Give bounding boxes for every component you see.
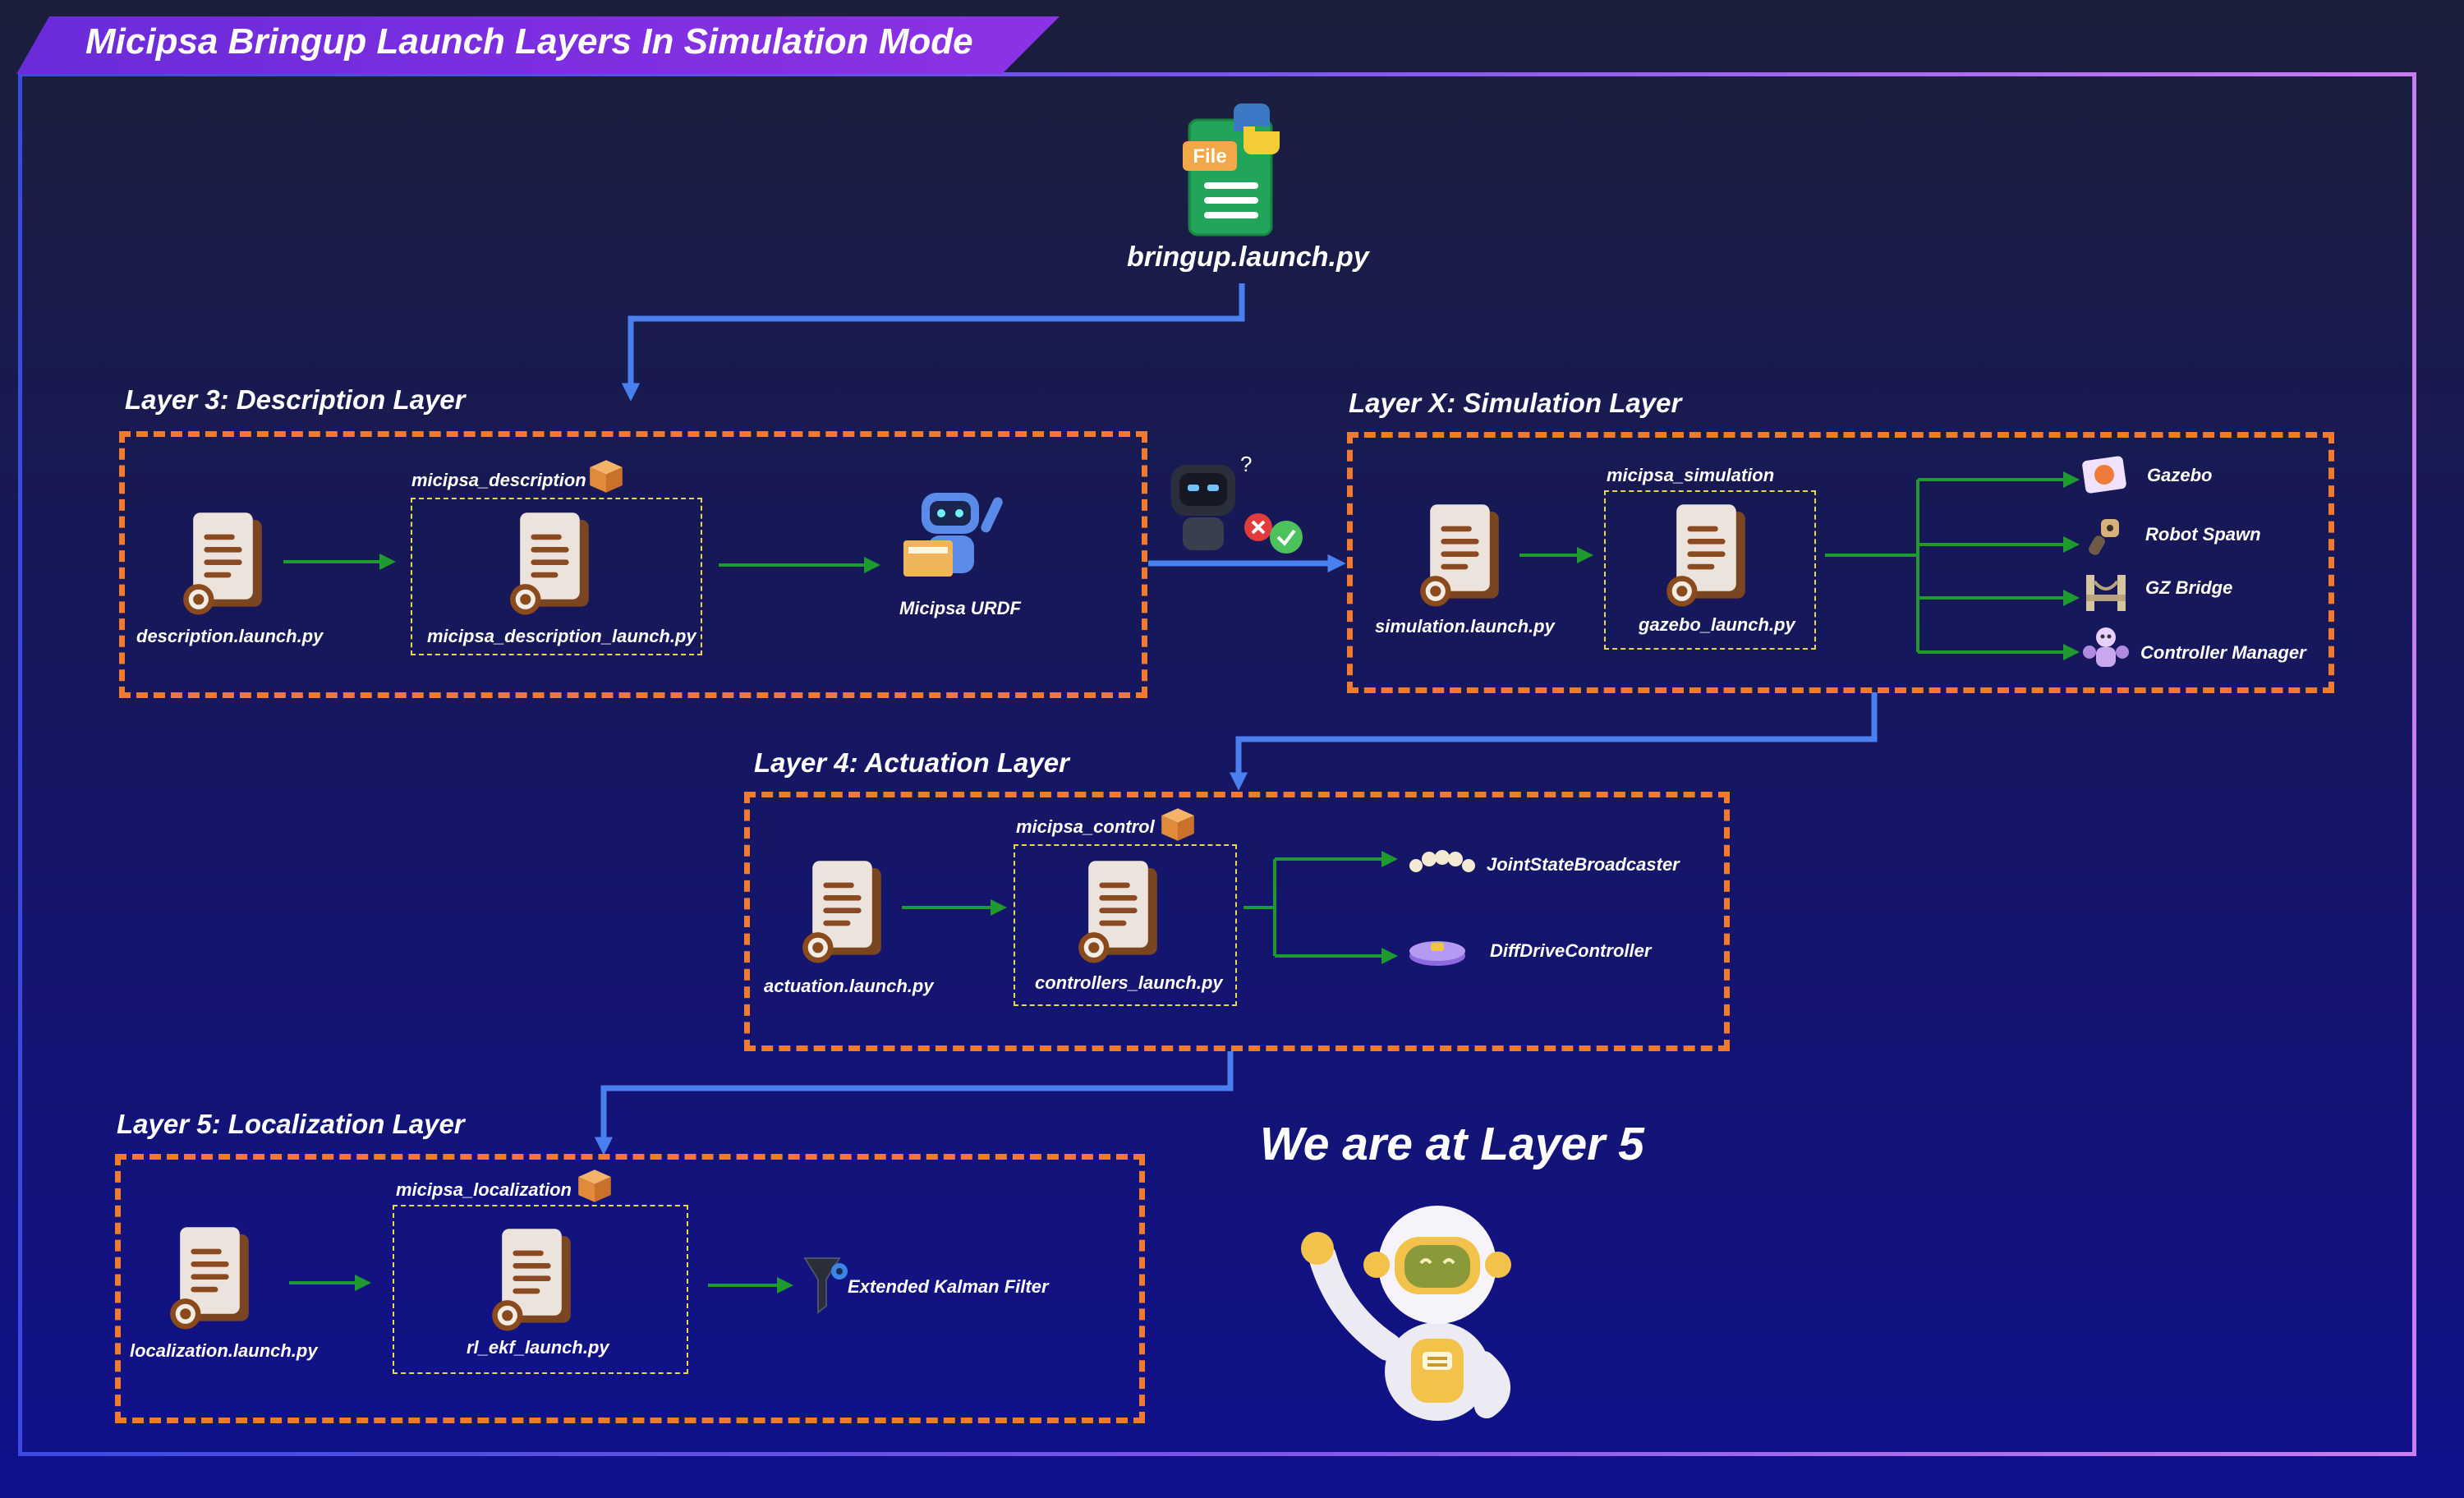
layer3-package-name: micipsa_description — [411, 470, 586, 490]
layer3-box — [119, 431, 1147, 698]
layer5-launch-file: localization.launch.py — [130, 1340, 318, 1361]
filter-funnel-icon — [803, 1257, 848, 1315]
layer4-package-launch: controllers_launch.py — [1035, 972, 1223, 993]
page-title: Micipsa Bringup Launch Layers In Simulat… — [85, 21, 973, 62]
status-text: We are at Layer 5 — [1260, 1118, 1644, 1170]
layer4-title: Layer 4: Actuation Layer — [754, 747, 1069, 778]
urdf-robot-icon — [903, 493, 1003, 577]
layer4-output-joint-state-broadcaster: JointStateBroadcaster — [1487, 854, 1680, 875]
thinking-robot-icon: ? — [1171, 452, 1303, 554]
layerx-output-robot-spawn: Robot Spawn — [2145, 524, 2261, 545]
layer5-output: Extended Kalman Filter — [848, 1276, 1049, 1297]
gazebo-icon — [2082, 456, 2126, 494]
layer3-title: Layer 3: Description Layer — [125, 384, 466, 415]
layer4-box — [744, 792, 1730, 1051]
layerx-package-name: micipsa_simulation — [1607, 465, 1775, 485]
layer5-package-box — [393, 1205, 688, 1374]
robot-spawn-icon — [2089, 519, 2119, 555]
layerx-package-launch: gazebo_launch.py — [1639, 614, 1795, 635]
layer3-package-box — [411, 498, 702, 655]
layerx-title: Layer X: Simulation Layer — [1349, 388, 1682, 418]
layer5-title: Layer 5: Localization Layer — [117, 1109, 465, 1139]
layer5-package-name: micipsa_localization — [396, 1179, 572, 1200]
layerx-package-box — [1604, 490, 1816, 650]
layerx-output-gz-bridge: GZ Bridge — [2145, 577, 2233, 598]
gz-bridge-icon — [2086, 575, 2126, 611]
layer4-launch-file: actuation.launch.py — [764, 976, 934, 996]
layer4-package-box — [1014, 844, 1237, 1006]
python-file-icon: File — [1183, 103, 1280, 237]
layer4-package-name: micipsa_control — [1016, 816, 1155, 837]
waving-robot-icon — [1301, 1206, 1511, 1421]
layer5-box — [115, 1154, 1145, 1423]
layer4-output-diff-drive-controller: DiffDriveController — [1490, 940, 1652, 961]
title-banner — [16, 16, 1060, 74]
outer-frame — [18, 72, 2416, 1456]
layerx-box — [1347, 432, 2334, 693]
controller-manager-icon — [2083, 627, 2129, 667]
layer3-output: Micipsa URDF — [899, 598, 1021, 618]
svg-text:?: ? — [1240, 452, 1252, 476]
layer3-package-launch: micipsa_description_launch.py — [427, 626, 696, 646]
file-tag: File — [1193, 145, 1226, 168]
layerx-output-controller-manager: Controller Manager — [2140, 642, 2306, 663]
layer3-launch-file: description.launch.py — [136, 626, 324, 646]
layerx-launch-file: simulation.launch.py — [1375, 616, 1555, 636]
layerx-output-gazebo: Gazebo — [2147, 465, 2213, 485]
diff-drive-controller-icon — [1409, 941, 1465, 966]
layer5-package-launch: rl_ekf_launch.py — [467, 1337, 609, 1358]
root-launch-label: bringup.launch.py — [1127, 241, 1369, 273]
joint-state-broadcaster-icon — [1409, 850, 1475, 872]
